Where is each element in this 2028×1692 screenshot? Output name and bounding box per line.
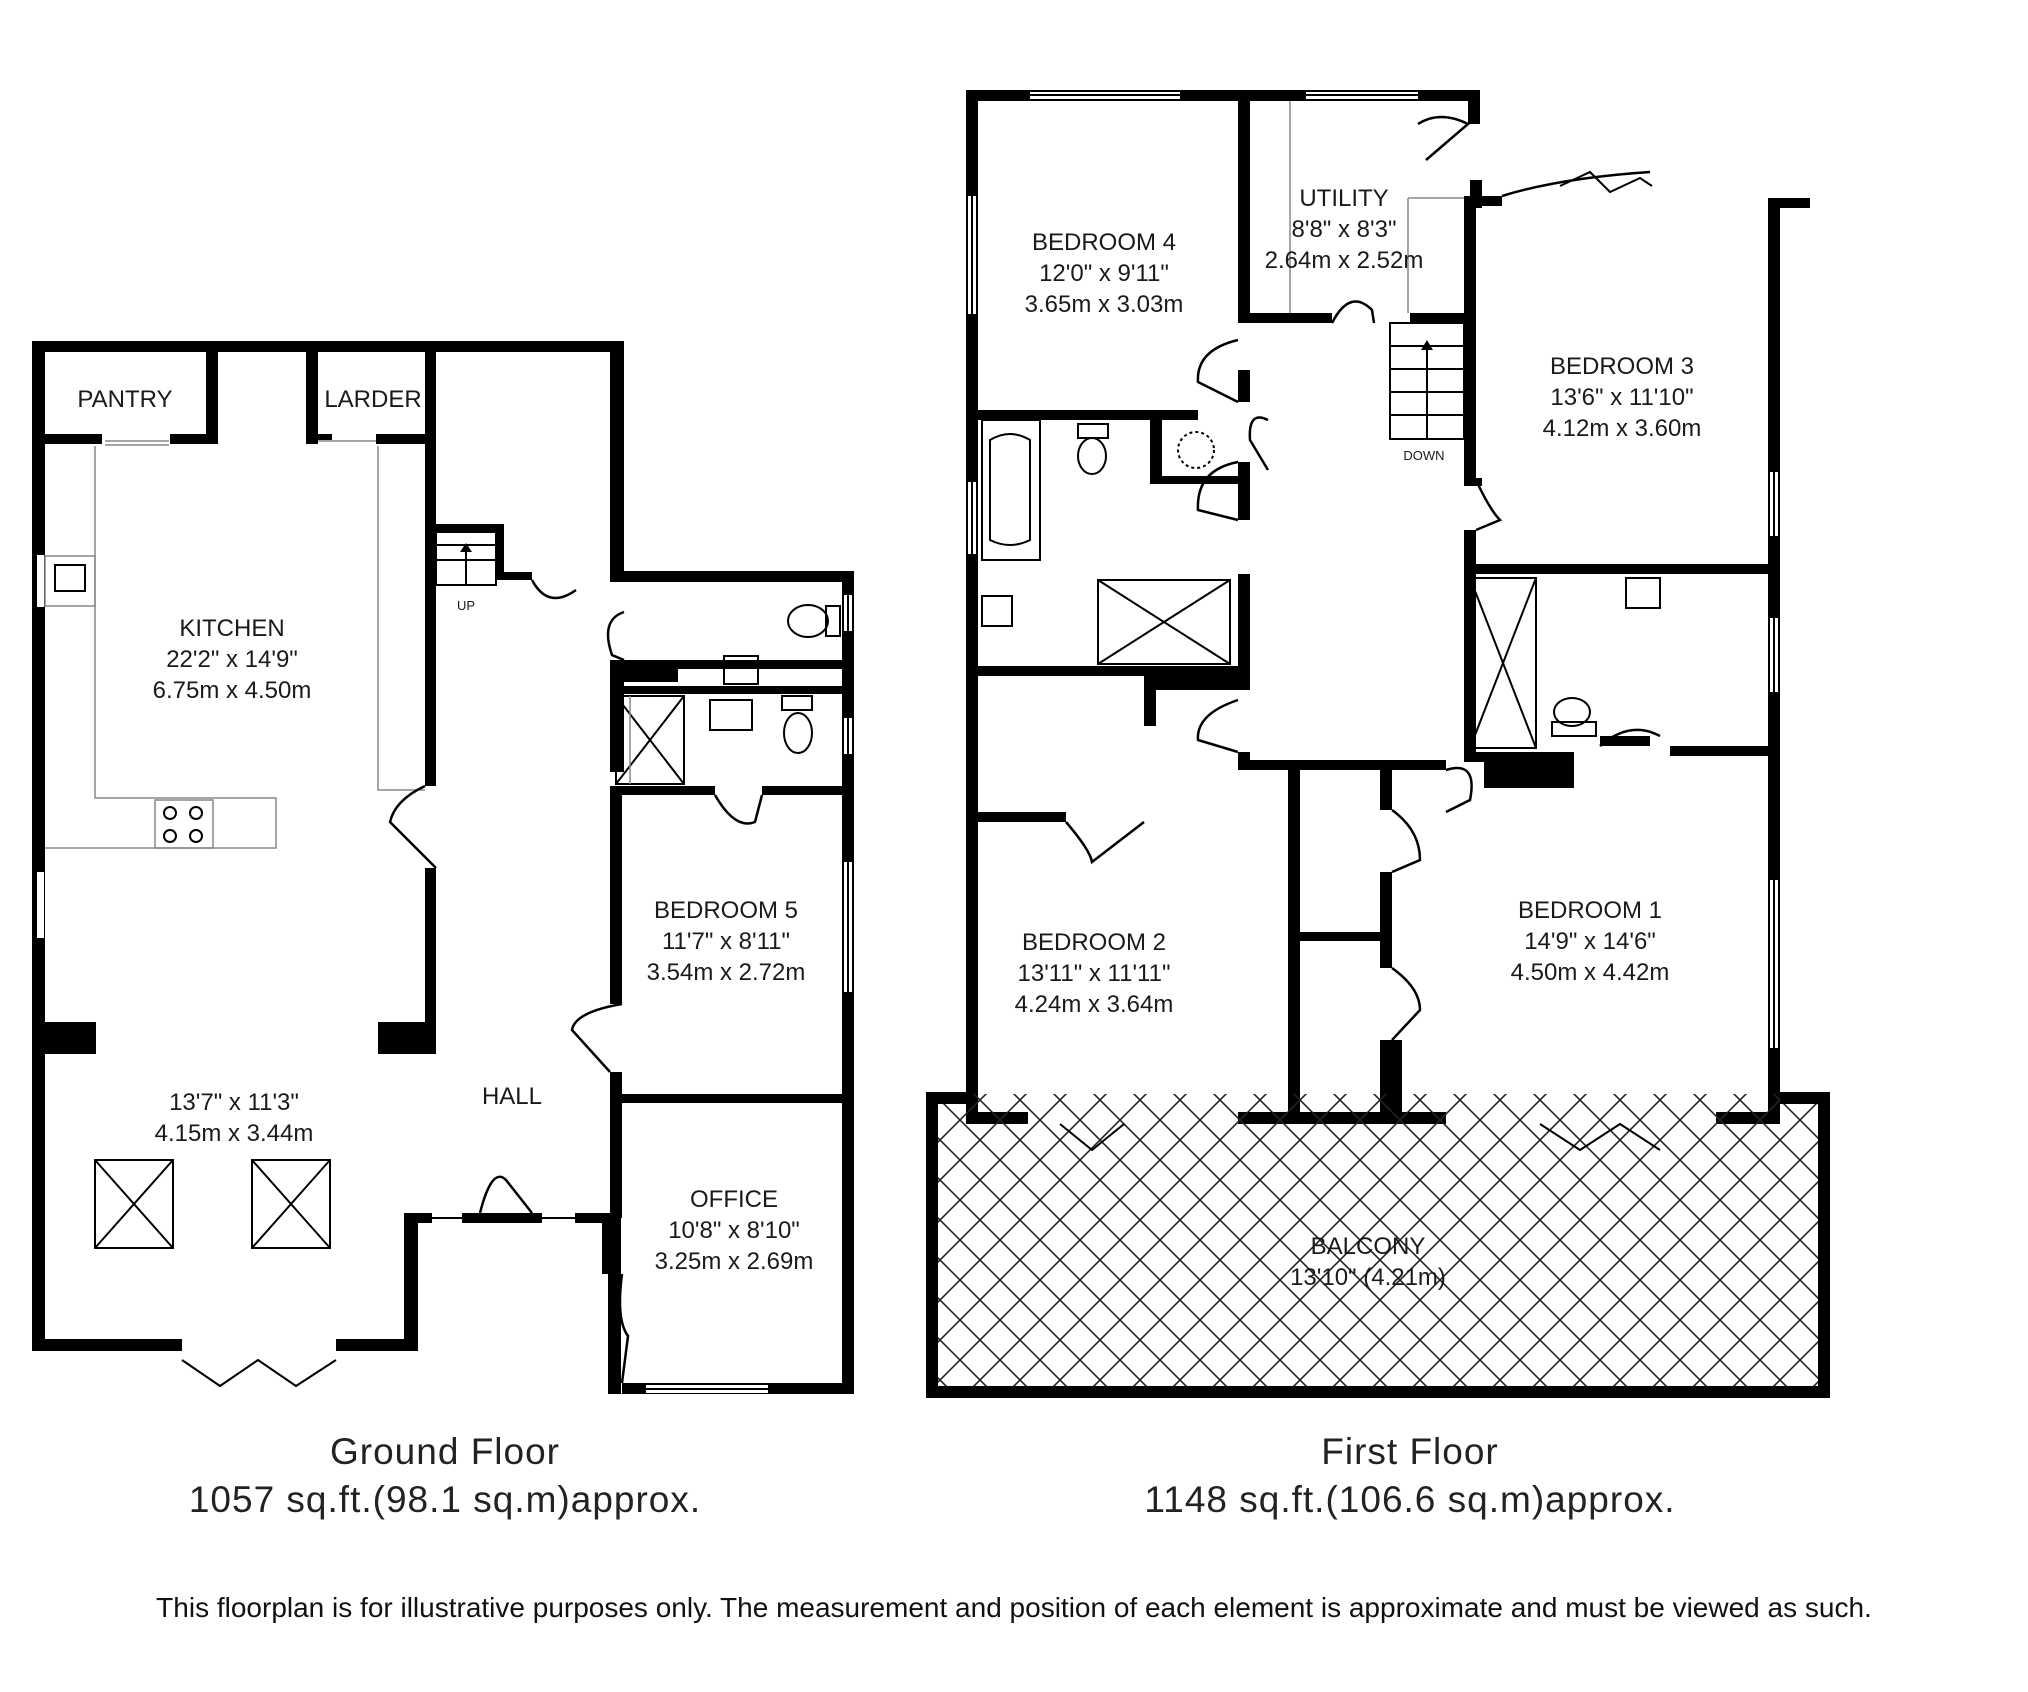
room-label-line: 3.54m x 2.72m: [647, 959, 806, 986]
room-label-hall: HALL: [482, 1083, 542, 1110]
room-label-larder: LARDER: [324, 386, 421, 413]
room-label-line: 14'9" x 14'6": [1524, 928, 1656, 955]
room-label-line: BEDROOM 2: [1022, 929, 1166, 956]
room-label-line: 13'7" x 11'3": [169, 1089, 299, 1116]
room-label-line: KITCHEN: [179, 615, 284, 642]
room-label-line: 4.12m x 3.60m: [1543, 415, 1702, 442]
ground-floor-caption: Ground Floor 1057 sq.ft.(98.1 sq.m)appro…: [140, 1428, 750, 1524]
room-label-bedroom2: BEDROOM 2 13'11" x 11'11" 4.24m x 3.64m: [1015, 929, 1174, 1018]
room-label-line: PANTRY: [77, 386, 172, 413]
disclaimer-text: This floorplan is for illustrative purpo…: [156, 1592, 1872, 1623]
room-label-line: 10'8" x 8'10": [668, 1217, 800, 1244]
room-label-line: 4.24m x 3.64m: [1015, 991, 1174, 1018]
room-label-bedroom5: BEDROOM 5 11'7" x 8'11" 3.54m x 2.72m: [647, 897, 806, 986]
room-label-bedroom3: BEDROOM 3 13'6" x 11'10" 4.12m x 3.60m: [1543, 353, 1702, 442]
room-label-office: OFFICE 10'8" x 8'10" 3.25m x 2.69m: [655, 1186, 814, 1275]
room-label-line: 4.50m x 4.42m: [1511, 959, 1670, 986]
stair-label-up: UP: [457, 598, 475, 613]
room-label-living: 13'7" x 11'3" 4.15m x 3.44m: [155, 1089, 314, 1147]
room-label-line: BALCONY: [1311, 1233, 1426, 1260]
first-floor-plan: [926, 90, 1830, 1398]
room-label-balcony: BALCONY 13'10" (4.21m): [1290, 1233, 1446, 1291]
room-label-line: 13'10" (4.21m): [1290, 1264, 1446, 1291]
room-label-line: 12'0" x 9'11": [1039, 260, 1169, 287]
ground-floor-plan: [32, 341, 854, 1394]
room-label-line: 3.25m x 2.69m: [655, 1248, 814, 1275]
room-label-line: 6.75m x 4.50m: [153, 677, 312, 704]
room-label-line: 13'6" x 11'10": [1550, 384, 1693, 411]
room-label-line: 13'11" x 11'11": [1018, 960, 1171, 987]
stair-label-down: DOWN: [1403, 448, 1444, 463]
room-label-line: HALL: [482, 1083, 542, 1110]
first-floor-caption: First Floor 1148 sq.ft.(106.6 sq.m)appro…: [1060, 1428, 1760, 1524]
room-label-line: 4.15m x 3.44m: [155, 1120, 314, 1147]
ground-floor-title: Ground Floor: [330, 1431, 560, 1472]
room-label-line: 22'2" x 14'9": [166, 646, 298, 673]
room-label-line: 2.64m x 2.52m: [1265, 247, 1424, 274]
room-label-line: OFFICE: [690, 1186, 778, 1213]
room-label-line: 8'8" x 8'3": [1292, 216, 1397, 243]
room-label-bedroom1: BEDROOM 1 14'9" x 14'6" 4.50m x 4.42m: [1511, 897, 1670, 986]
room-label-kitchen: KITCHEN 22'2" x 14'9" 6.75m x 4.50m: [153, 615, 312, 704]
room-label-pantry: PANTRY: [77, 386, 172, 413]
room-label-line: 11'7" x 8'11": [662, 928, 790, 955]
first-floor-title: First Floor: [1321, 1431, 1499, 1472]
room-label-line: UTILITY: [1299, 185, 1388, 212]
room-label-line: LARDER: [324, 386, 421, 413]
ground-floor-area: 1057 sq.ft.(98.1 sq.m)approx.: [188, 1479, 702, 1520]
room-label-line: BEDROOM 4: [1032, 229, 1176, 256]
room-label-line: BEDROOM 1: [1518, 897, 1662, 924]
room-label-line: BEDROOM 5: [654, 897, 798, 924]
first-floor-area: 1148 sq.ft.(106.6 sq.m)approx.: [1144, 1479, 1676, 1520]
room-label-bedroom4: BEDROOM 4 12'0" x 9'11" 3.65m x 3.03m: [1025, 229, 1184, 318]
room-labels: PANTRY LARDER KITCHEN 22'2" x 14'9" 6.75m x …: [77, 185, 1701, 1291]
room-label-line: BEDROOM 3: [1550, 353, 1694, 380]
room-label-utility: UTILITY 8'8" x 8'3" 2.64m x 2.52m: [1265, 185, 1424, 274]
room-label-line: 3.65m x 3.03m: [1025, 291, 1184, 318]
